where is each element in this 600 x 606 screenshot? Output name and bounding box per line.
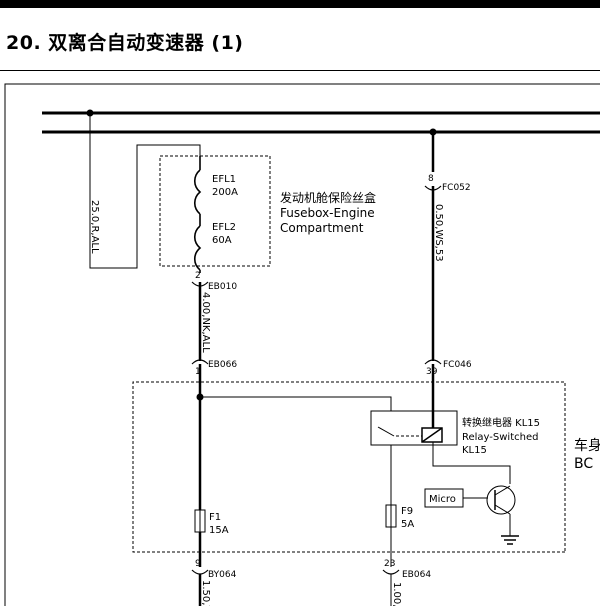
connector-eb066-name: EB066 [208,360,237,370]
connector-fc052-pin: 8 [428,174,434,184]
fuse-f1-name: F1 [209,512,221,523]
fusebox-name-cn: 发动机舱保险丝盒 [280,190,376,205]
relay-name-en-2: KL15 [462,445,487,456]
connector-by064-name: BY064 [208,570,237,580]
fuse-efl2-rating: 60A [212,235,232,246]
diagram-frame [4,83,600,606]
connector-eb010-name: EB010 [208,282,237,292]
relay-box [370,410,458,446]
connector-by064-symbol [191,569,209,575]
wire-coil-transistor [432,442,511,484]
connector-by064-pin: 9 [195,559,201,569]
fusebox-name-en-2: Compartment [280,221,364,235]
connector-eb064-name: EB064 [402,570,431,580]
transistor-emitter [494,504,511,515]
relay-coil-diagonal [421,427,443,443]
fusebox-enclosure [159,155,271,267]
fuse-f9-rating: 5A [401,519,414,530]
transistor-collector [494,485,511,496]
title-rule [0,70,600,71]
connector-eb064-symbol [382,569,400,575]
fuse-f9-name: F9 [401,506,413,517]
connector-eb066-pin: 1 [195,367,201,377]
connector-fc046-symbol [424,359,442,365]
connector-fc046-name: FC046 [443,360,472,370]
connector-eb066-symbol [191,359,209,365]
bcm-label-cn: 车身 [574,437,600,454]
fuse-efl1-rating: 200A [212,187,238,198]
wire-to-relay-switch [200,396,392,411]
relay-name-cn: 转换继电器 KL15 [462,416,540,429]
bcm-enclosure [132,381,566,553]
wire-label-battery: 25.0,R,ALL [89,200,100,254]
page-title: 20. 双离合自动变速器 (1) [6,32,244,54]
wire-label-by064: 1.50,V [200,580,211,606]
efl-fuse-chain [193,156,202,273]
transistor-symbol [486,485,516,515]
top-rule [0,0,600,8]
battery-feed-wire [89,113,201,269]
bcm-label-en: BC [574,456,593,472]
fuse-efl2-name: EFL2 [212,222,236,233]
fusebox-name-en-1: Fusebox-Engine [280,206,375,220]
wire-label-fc052: 0.50,WS,53 [433,204,444,262]
relay-switch-arm [377,426,395,437]
wire-label-eb064: 1.00, [391,582,402,606]
fuse-f1-rating: 15A [209,525,229,536]
connector-eb010-pin: 2 [195,271,201,281]
wire-label-eb010: 4.00,NK,ALL [200,292,211,353]
fuse-efl1-name: EFL1 [212,174,236,185]
relay-name-en-1: Relay-Switched [462,432,538,443]
connector-fc052-name: FC052 [442,183,471,193]
micro-label: Micro [429,494,456,505]
connector-eb064-pin: 23 [384,559,395,569]
